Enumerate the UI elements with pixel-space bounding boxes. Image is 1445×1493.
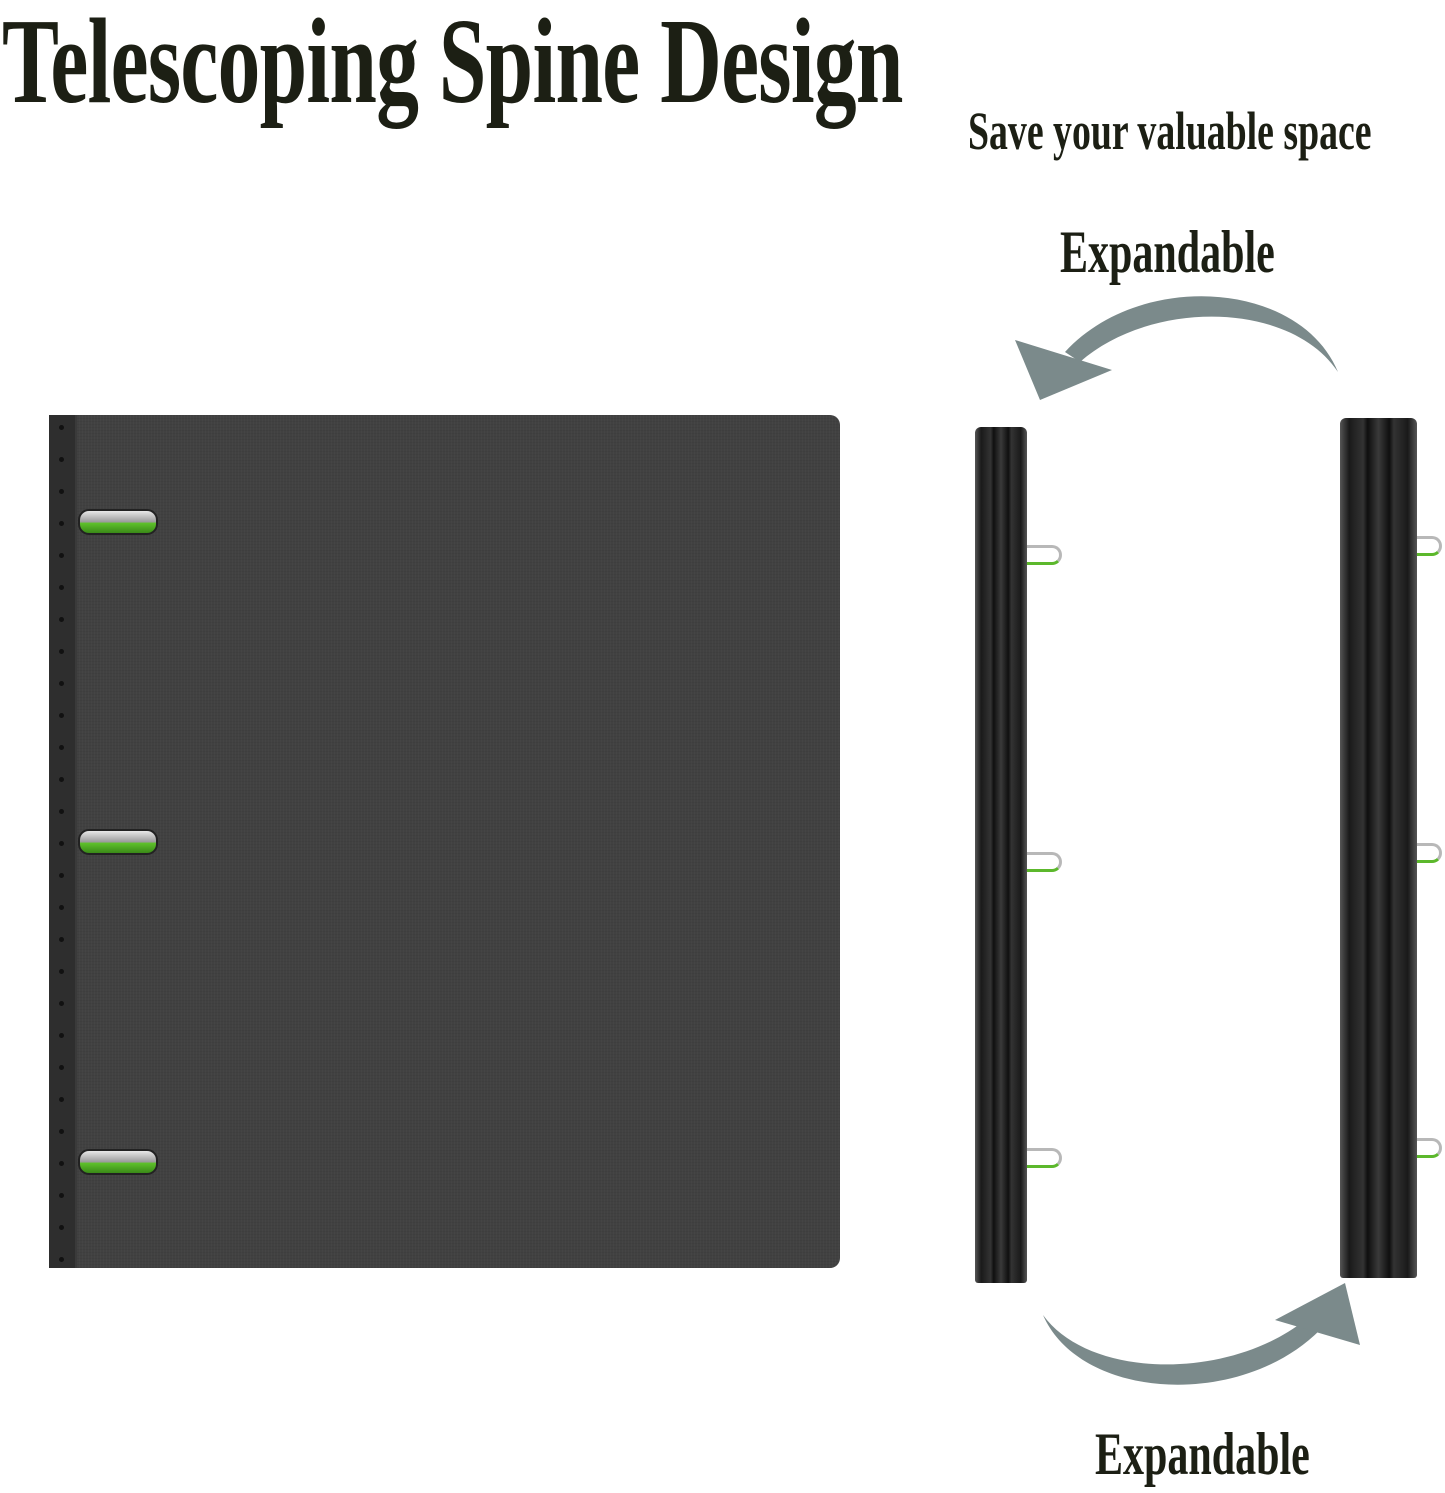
- spine-hole: [59, 681, 64, 686]
- spine-hole: [59, 553, 64, 558]
- spine-hole: [59, 457, 64, 462]
- spine-ring-icon: [1417, 536, 1442, 556]
- subtitle: Save your valuable space: [968, 101, 1372, 161]
- curved-arrow-top-icon: [1015, 296, 1338, 400]
- spine-hole: [59, 1257, 64, 1262]
- spine-hole: [59, 713, 64, 718]
- spine-hole: [59, 841, 64, 846]
- spine-ring-icon: [1027, 1148, 1062, 1168]
- spine-hole: [59, 937, 64, 942]
- spine-hole: [59, 1065, 64, 1070]
- binder-cover-image: [49, 415, 840, 1268]
- spine-ring-icon: [1027, 852, 1062, 872]
- curved-arrow-bottom-icon: [1043, 1283, 1360, 1385]
- spine-hole: [59, 905, 64, 910]
- binder-spine: [49, 415, 77, 1268]
- spine-hole: [59, 1033, 64, 1038]
- spine-collapsed: [975, 427, 1027, 1283]
- spine-hole: [59, 873, 64, 878]
- spine-hole: [59, 1193, 64, 1198]
- spine-hole: [59, 617, 64, 622]
- spine-hole: [59, 1129, 64, 1134]
- spine-ring-icon: [1417, 843, 1442, 863]
- spine-hole: [59, 425, 64, 430]
- spine-expanded: [1340, 418, 1417, 1278]
- spine-hole: [59, 585, 64, 590]
- binder-ring-top: [78, 509, 158, 535]
- page-title: Telescoping Spine Design: [2, 0, 903, 129]
- expandable-label-bottom: Expandable: [1095, 1421, 1310, 1487]
- spine-ring-icon: [1027, 545, 1062, 565]
- spine-hole: [59, 521, 64, 526]
- binder-ring-bottom: [78, 1149, 158, 1175]
- spine-hole: [59, 969, 64, 974]
- binder-ring-middle: [78, 829, 158, 855]
- spine-hole: [59, 809, 64, 814]
- spine-hole: [59, 777, 64, 782]
- spine-hole: [59, 1161, 64, 1166]
- spine-hole: [59, 1097, 64, 1102]
- expandable-label-top: Expandable: [1060, 219, 1275, 285]
- spine-hole: [59, 745, 64, 750]
- spine-ring-icon: [1417, 1138, 1442, 1158]
- spine-hole: [59, 1001, 64, 1006]
- spine-hole: [59, 1225, 64, 1230]
- spine-hole: [59, 649, 64, 654]
- spine-hole: [59, 489, 64, 494]
